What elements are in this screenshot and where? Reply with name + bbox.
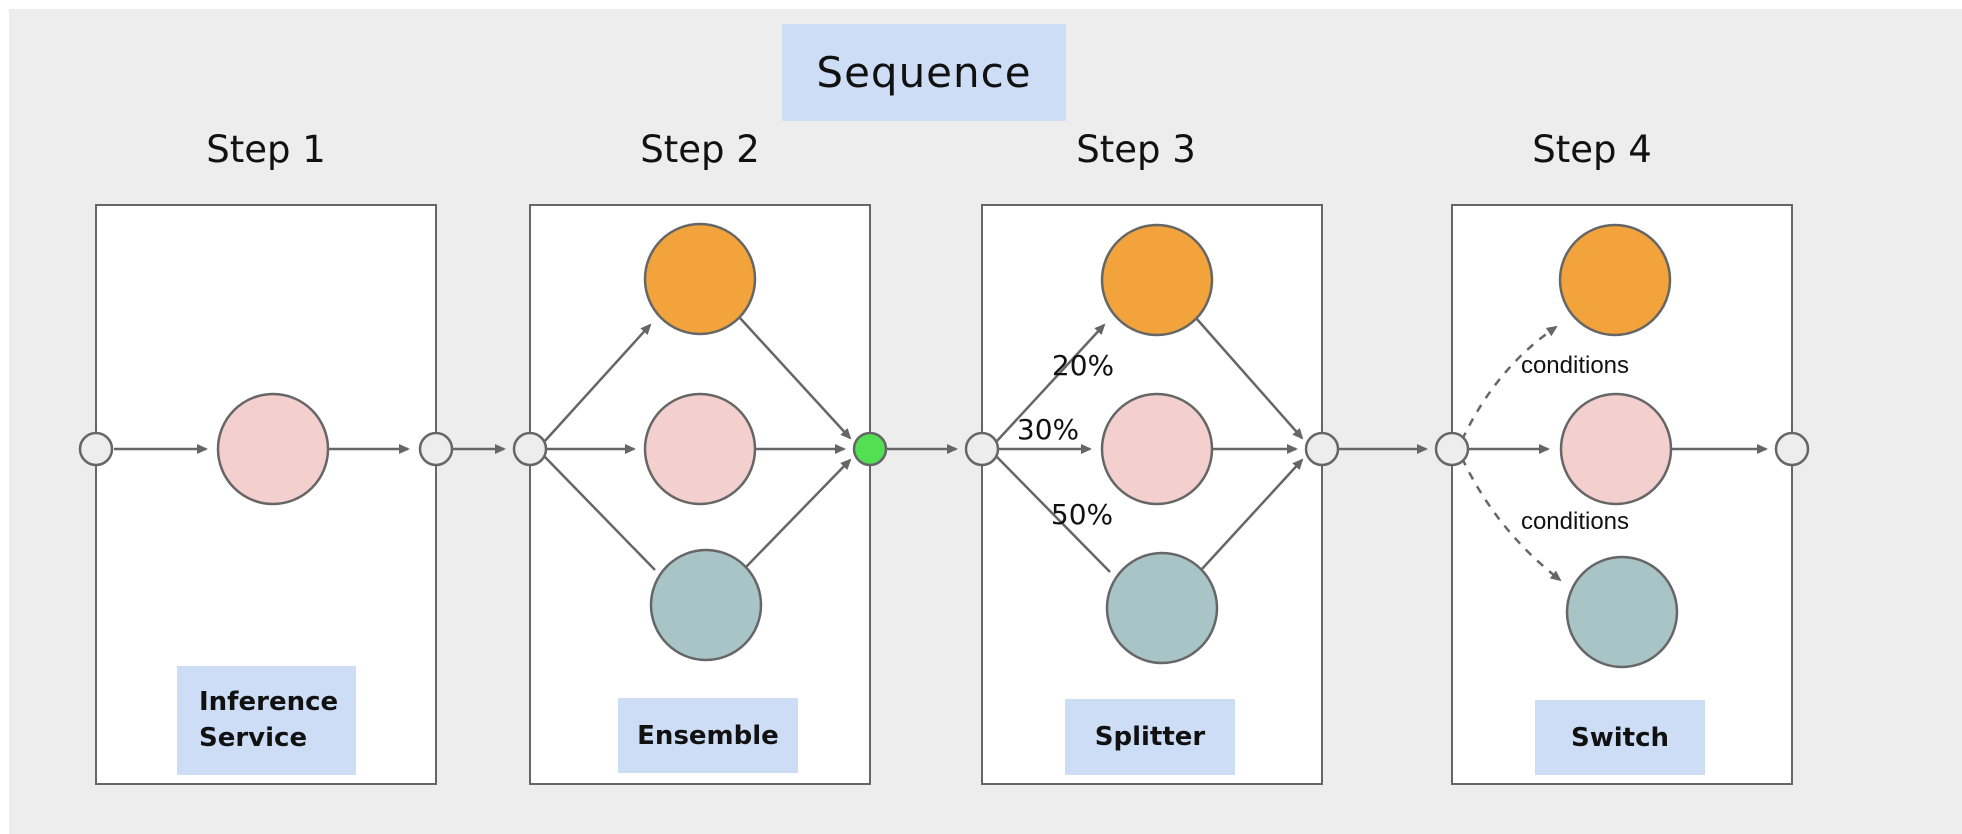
edge-arrow[interactable]	[995, 323, 1106, 443]
edge-arrow[interactable]	[1201, 458, 1304, 570]
step1-label[interactable]: Inference Service	[177, 666, 356, 775]
port-node[interactable]	[418, 431, 454, 467]
switch-condition-label-top[interactable]: conditions	[1520, 352, 1630, 379]
step1-heading[interactable]: Step 1	[206, 128, 326, 171]
step1-model-node-pink[interactable]	[216, 392, 330, 506]
step4-model-node-teal[interactable]	[1565, 555, 1679, 669]
port-node[interactable]	[78, 431, 114, 467]
port-node[interactable]	[512, 431, 548, 467]
sequence-title[interactable]: Sequence	[782, 24, 1066, 121]
step3-heading[interactable]: Step 3	[1076, 128, 1196, 171]
step3-model-node-orange[interactable]	[1100, 223, 1214, 337]
edge-arrow[interactable]	[995, 455, 1111, 573]
edge-arrow[interactable]	[543, 455, 656, 571]
step1-label-line1: Inference	[199, 687, 339, 718]
step4-model-node-pink[interactable]	[1559, 392, 1673, 506]
splitter-pct-50[interactable]: 50%	[1050, 498, 1114, 531]
port-node[interactable]	[1774, 431, 1810, 467]
edge-arrow[interactable]	[1195, 317, 1304, 440]
step4-label[interactable]: Switch	[1535, 700, 1705, 775]
step3-model-node-teal[interactable]	[1105, 551, 1219, 665]
switch-condition-label-bottom[interactable]: conditions	[1520, 508, 1630, 535]
edge-arrow[interactable]	[543, 323, 652, 443]
step2-model-node-teal[interactable]	[649, 548, 763, 662]
port-node[interactable]	[964, 431, 1000, 467]
splitter-pct-30[interactable]: 30%	[1016, 413, 1080, 446]
step2-label[interactable]: Ensemble	[618, 698, 798, 773]
step1-label-line2: Service	[199, 722, 308, 753]
edge-arrow[interactable]	[745, 458, 852, 568]
port-node[interactable]	[1304, 431, 1340, 467]
splitter-pct-20[interactable]: 20%	[1051, 349, 1115, 382]
port-node[interactable]	[1434, 431, 1470, 467]
step4-heading[interactable]: Step 4	[1532, 128, 1652, 171]
dashed-condition-edge[interactable]	[1460, 457, 1562, 582]
step2-model-node-orange[interactable]	[643, 222, 757, 336]
edge-arrow[interactable]	[739, 317, 852, 440]
green-status-node[interactable]	[852, 431, 888, 467]
step2-model-node-pink[interactable]	[643, 392, 757, 506]
dashed-condition-edge[interactable]	[1460, 325, 1558, 441]
step3-model-node-pink[interactable]	[1100, 392, 1214, 506]
step3-label[interactable]: Splitter	[1065, 699, 1235, 775]
step2-heading[interactable]: Step 2	[640, 128, 760, 171]
step4-model-node-orange[interactable]	[1558, 223, 1672, 337]
